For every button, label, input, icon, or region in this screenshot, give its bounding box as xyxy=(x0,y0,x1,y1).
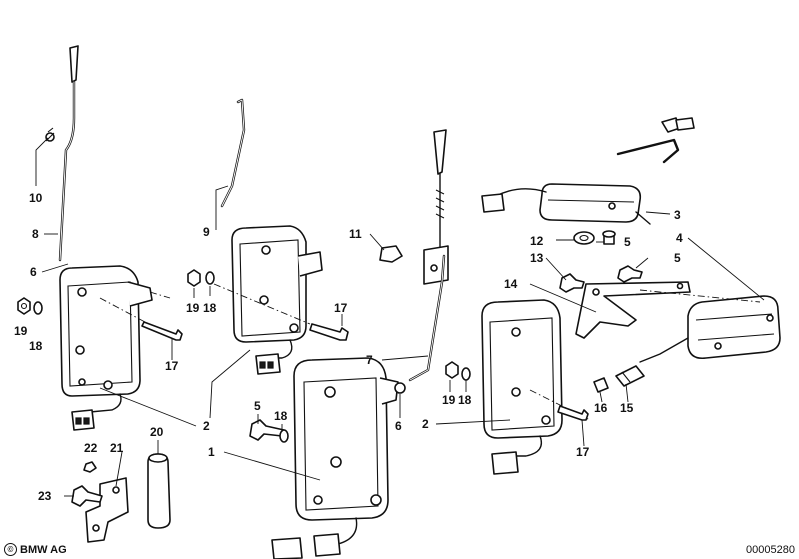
callout-2-left: 2 xyxy=(203,419,210,433)
nut-6-center xyxy=(394,382,406,394)
callout-18-middle: 18 xyxy=(203,301,217,315)
bracket-21 xyxy=(85,477,129,543)
callout-14: 14 xyxy=(504,277,518,291)
callout-18-left: 18 xyxy=(29,339,43,353)
lock-rod-7 xyxy=(408,129,449,382)
screw-17-right xyxy=(557,405,589,421)
callout-19-left: 19 xyxy=(14,324,28,338)
screw-13 xyxy=(559,273,585,293)
actuator-middle xyxy=(213,225,323,375)
callout-22: 22 xyxy=(84,441,98,455)
callout-15: 15 xyxy=(620,401,634,415)
callout-23: 23 xyxy=(38,489,52,503)
callout-17-right: 17 xyxy=(576,445,590,459)
vacuum-pump-4 xyxy=(639,289,781,363)
lock-rod-9 xyxy=(220,98,246,208)
callout-18-center: 18 xyxy=(274,409,288,423)
clip-11 xyxy=(379,245,403,263)
screw-17-left xyxy=(141,321,183,341)
washer-18-left xyxy=(33,301,43,315)
callout-11: 11 xyxy=(349,227,362,241)
callout-21: 21 xyxy=(110,441,124,455)
actuator-right xyxy=(481,299,591,475)
washer-18-center xyxy=(279,429,289,443)
leader-lines xyxy=(35,137,765,497)
callout-18-right: 18 xyxy=(458,393,472,407)
brand-name: BMW AG xyxy=(20,543,67,556)
callout-2-right: 2 xyxy=(422,417,429,431)
callout-19-right: 19 xyxy=(442,393,456,407)
screw-5-bracket xyxy=(617,265,643,283)
copyright-icon: © xyxy=(4,543,17,556)
lock-rod-8 xyxy=(45,45,79,262)
callout-5-bracket: 5 xyxy=(674,251,681,265)
callout-13: 13 xyxy=(530,251,544,265)
callout-16: 16 xyxy=(594,401,608,415)
callout-5-center: 5 xyxy=(254,399,261,413)
brand-footer: © BMW AG xyxy=(4,543,67,556)
callout-5-upper: 5 xyxy=(624,235,631,249)
hose-upper xyxy=(616,117,695,164)
actuator-left xyxy=(59,265,171,431)
callout-3: 3 xyxy=(674,208,681,222)
nut-19-left xyxy=(17,297,31,315)
nut-22 xyxy=(83,461,97,473)
document-number: 00005280 xyxy=(746,544,795,556)
callout-19-middle: 19 xyxy=(186,301,200,315)
callout-17-middle: 17 xyxy=(334,301,348,315)
callout-4: 4 xyxy=(676,231,683,245)
screw-5-upper xyxy=(602,230,616,245)
callout-12: 12 xyxy=(530,234,544,248)
callout-6-left: 6 xyxy=(30,265,37,279)
screw-17-middle xyxy=(309,323,349,341)
grommet-12 xyxy=(573,231,595,245)
nut-19-right xyxy=(445,361,459,379)
control-unit-3 xyxy=(481,183,651,225)
screw-5-center xyxy=(249,419,285,441)
canister-20 xyxy=(147,453,171,529)
actuator-1 xyxy=(271,357,399,559)
bolt-23 xyxy=(71,485,103,507)
callout-6-center: 6 xyxy=(395,419,402,433)
callout-8: 8 xyxy=(32,227,39,241)
callout-numbers: 10 8 6 19 18 17 2 9 19 18 17 11 7 5 18 1… xyxy=(14,191,683,503)
callout-10: 10 xyxy=(29,191,43,205)
callout-9: 9 xyxy=(203,225,210,239)
washer-18-right xyxy=(461,367,471,381)
bracket-14 xyxy=(575,281,691,339)
callout-20: 20 xyxy=(150,425,164,439)
callout-7: 7 xyxy=(366,353,373,367)
nut-19-middle xyxy=(187,269,201,287)
washer-18-middle xyxy=(205,271,215,285)
callout-1: 1 xyxy=(208,445,215,459)
connector-16 xyxy=(593,377,609,393)
callout-17-left: 17 xyxy=(165,359,179,373)
check-valve-15 xyxy=(615,365,645,387)
